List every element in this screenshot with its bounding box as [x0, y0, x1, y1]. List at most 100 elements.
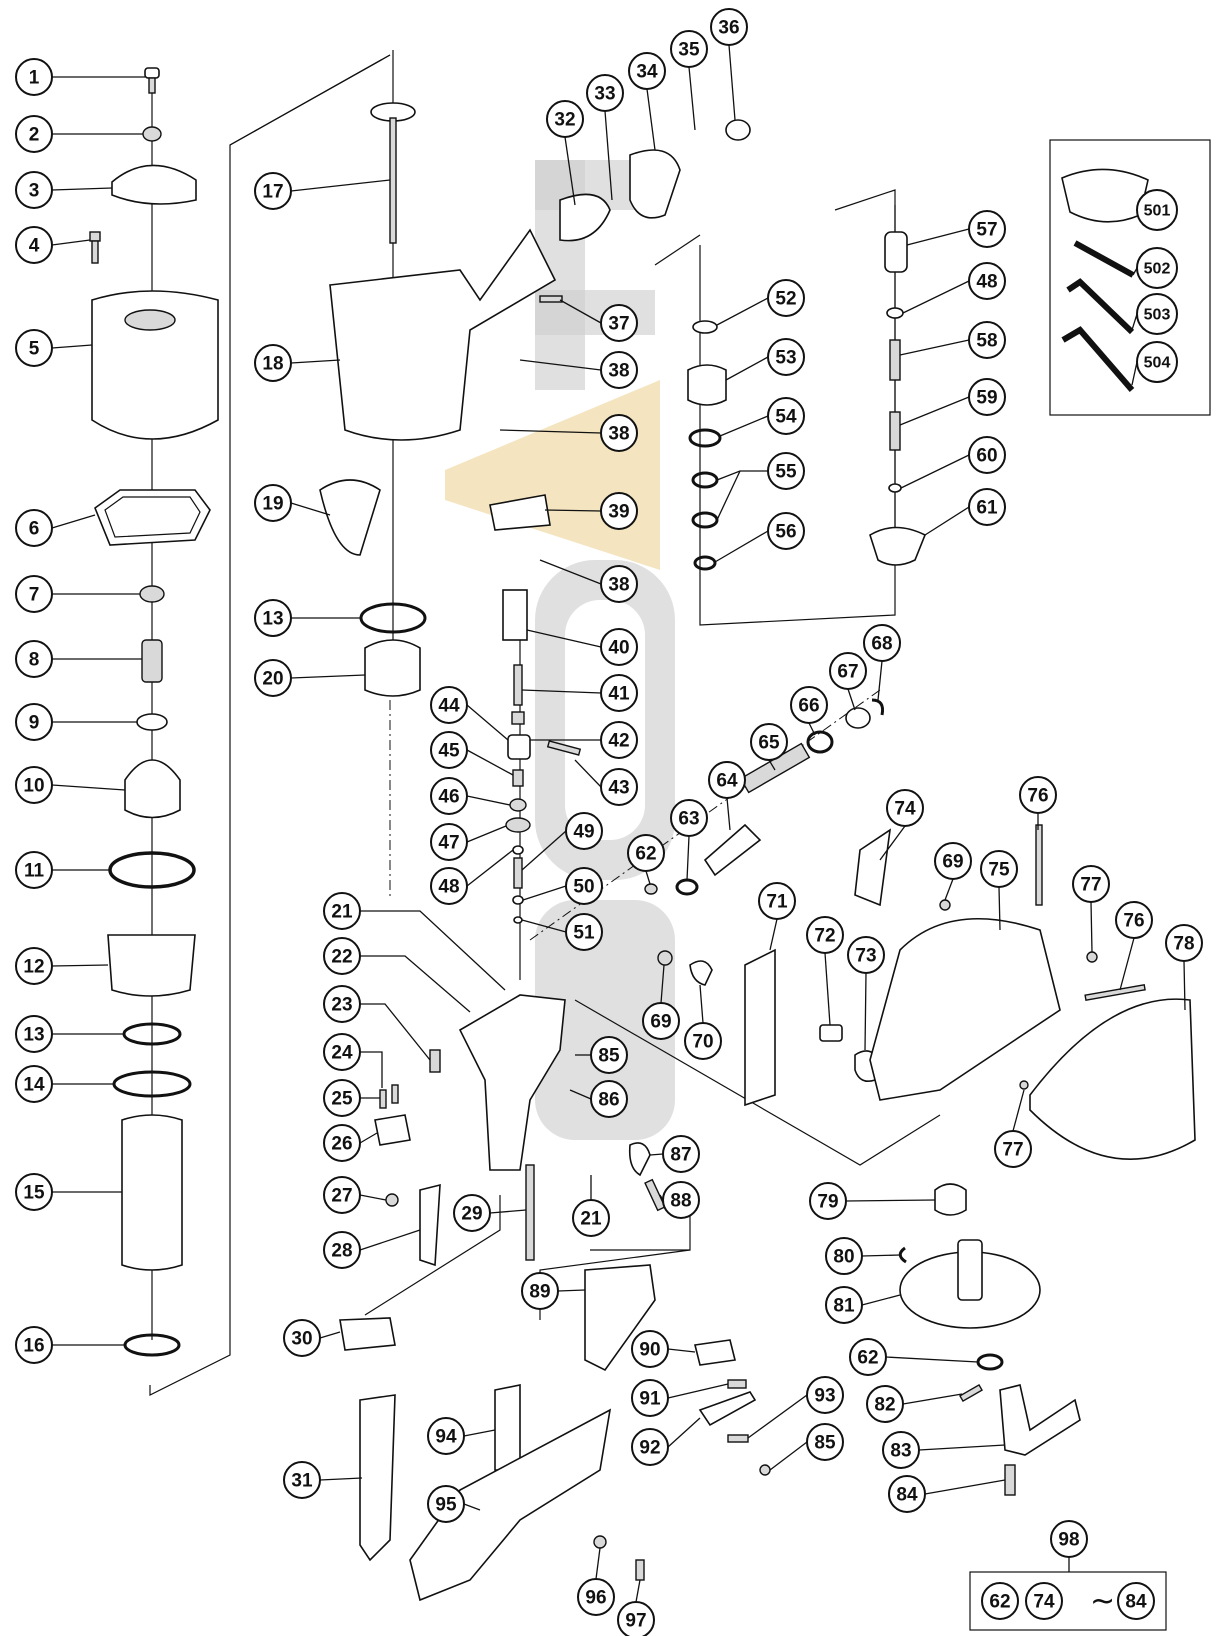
callout-circle — [15, 947, 53, 985]
part-callout: 87 — [662, 1135, 700, 1173]
left-column-parts — [89, 67, 219, 1357]
part-number: 45 — [438, 741, 460, 762]
part-callout: 47 — [430, 823, 468, 861]
callout-circle — [1025, 1582, 1063, 1620]
part-callout: 58 — [968, 321, 1006, 359]
part-number: 44 — [438, 696, 460, 717]
callout-circle — [323, 1079, 361, 1117]
part-number: 34 — [636, 62, 658, 83]
part-number: 58 — [976, 331, 997, 352]
part-callout: 77 — [1072, 865, 1110, 903]
part-callout: 83 — [882, 1431, 920, 1469]
part-number: 17 — [262, 182, 283, 203]
part-number: 38 — [608, 361, 629, 382]
callout-circle — [628, 52, 666, 90]
part-number: 55 — [775, 462, 797, 483]
part-callout: 39 — [600, 492, 638, 530]
part-number: 8 — [29, 650, 40, 671]
callout-circle — [968, 262, 1006, 300]
callout-circle — [882, 1431, 920, 1469]
part-number: 80 — [833, 1247, 854, 1268]
part-number: 89 — [529, 1282, 550, 1303]
part-number: 69 — [650, 1012, 671, 1033]
part-number: 504 — [1144, 355, 1171, 372]
part-number: 19 — [262, 494, 283, 515]
part-callout: 18 — [254, 344, 292, 382]
callout-circle — [15, 575, 53, 613]
callout-circle — [750, 723, 788, 761]
part-callout: 1 — [15, 58, 53, 96]
callout-circle — [1136, 189, 1178, 231]
callout-circle — [1019, 776, 1057, 814]
part-callout: 79 — [809, 1182, 847, 1220]
callout-circle — [254, 659, 292, 697]
part-callout: 55 — [767, 452, 805, 490]
part-number: 16 — [23, 1336, 44, 1357]
part-number: 77 — [1002, 1140, 1023, 1161]
part-number: 82 — [874, 1395, 895, 1416]
part-callout: 45 — [430, 731, 468, 769]
part-number: 42 — [608, 731, 629, 752]
callout-circle — [1050, 1520, 1088, 1558]
callout-circle — [430, 686, 468, 724]
part-callout: 69 — [642, 1002, 680, 1040]
part-callout: 50 — [565, 867, 603, 905]
callout-circle — [981, 1582, 1019, 1620]
callout-circle — [708, 761, 746, 799]
part-number: 46 — [438, 787, 459, 808]
part-callout: 22 — [323, 937, 361, 975]
part-callout: 48 — [968, 262, 1006, 300]
part-callout: 48 — [430, 867, 468, 905]
part-number: 88 — [670, 1191, 691, 1212]
callout-circle — [631, 1379, 669, 1417]
part-callout: 35 — [670, 30, 708, 68]
part-number: 2 — [29, 125, 40, 146]
magazine-parts — [644, 698, 1196, 1160]
callout-circle — [323, 1176, 361, 1214]
part-number: 7 — [29, 585, 40, 606]
part-number: 39 — [608, 502, 629, 523]
part-callout: 10 — [15, 766, 53, 804]
part-callout: 32 — [546, 100, 584, 138]
part-callout: 74 — [886, 789, 924, 827]
part-number: 74 — [1033, 1592, 1055, 1613]
part-number: 15 — [23, 1183, 45, 1204]
part-callout: 86 — [590, 1080, 628, 1118]
part-callout: 24 — [323, 1033, 361, 1071]
part-callout: 89 — [521, 1272, 559, 1310]
part-number: 21 — [580, 1209, 602, 1230]
part-callout: 9 — [15, 703, 53, 741]
part-number: 77 — [1080, 875, 1101, 896]
callout-circle — [15, 509, 53, 547]
callout-circle — [600, 414, 638, 452]
part-callout: 3 — [15, 171, 53, 209]
part-number: 36 — [718, 18, 739, 39]
part-callout: 57 — [968, 210, 1006, 248]
callout-circle — [430, 731, 468, 769]
callout-circle — [586, 74, 624, 112]
callout-circle — [590, 1080, 628, 1118]
part-number: 48 — [976, 272, 997, 293]
part-number: 13 — [23, 1025, 44, 1046]
part-callout: 30 — [283, 1319, 321, 1357]
part-callout: 8 — [15, 640, 53, 678]
callout-circle — [863, 624, 901, 662]
part-callout: 7 — [15, 575, 53, 613]
part-number: 57 — [976, 220, 997, 241]
callout-circle — [577, 1578, 615, 1616]
part-number: 93 — [814, 1386, 835, 1407]
part-number: 13 — [262, 609, 283, 630]
part-number: 5 — [29, 339, 40, 360]
part-number: 72 — [814, 926, 835, 947]
part-number: 68 — [871, 634, 892, 655]
part-callout: 92 — [631, 1428, 669, 1466]
callout-circle — [600, 768, 638, 806]
callout-circle — [994, 1130, 1032, 1168]
part-number: 31 — [291, 1471, 313, 1492]
part-callout: 90 — [631, 1330, 669, 1368]
part-number: 40 — [608, 638, 629, 659]
callout-circle — [631, 1428, 669, 1466]
part-callout: 62 — [981, 1582, 1019, 1620]
part-number: 64 — [716, 771, 738, 792]
part-number: 73 — [855, 946, 876, 967]
